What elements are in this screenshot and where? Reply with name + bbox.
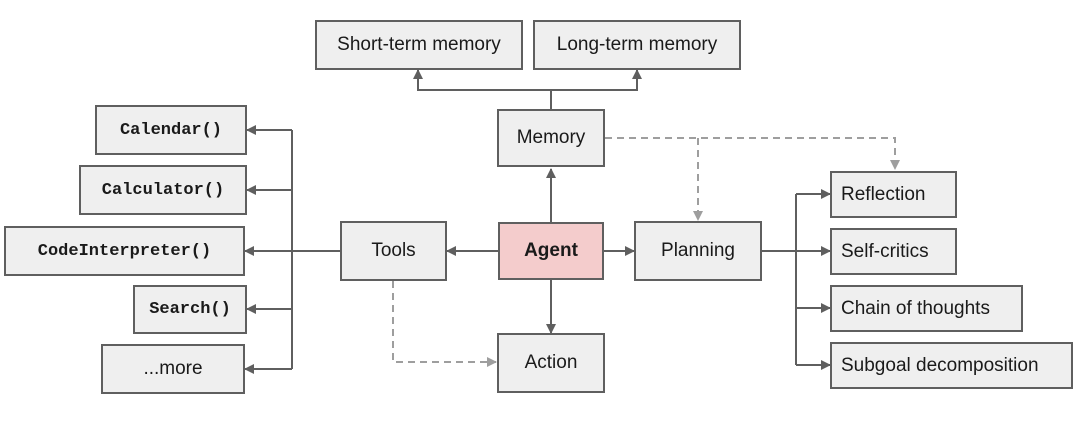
tool-search-node: Search() <box>133 285 247 334</box>
long-term-memory-label: Long-term memory <box>556 34 718 55</box>
short-term-memory-node: Short-term memory <box>315 20 523 70</box>
reflection-node: Reflection <box>830 171 957 218</box>
edge-tools-action-dashed <box>392 281 497 367</box>
tool-calculator-label: Calculator() <box>101 180 225 200</box>
self-critics-label: Self-critics <box>841 240 929 262</box>
subgoal-decomposition-node: Subgoal decomposition <box>830 342 1073 389</box>
planning-node: Planning <box>634 221 762 281</box>
edge-memory-split <box>413 69 552 109</box>
action-label: Action <box>524 352 578 373</box>
memory-node: Memory <box>497 109 605 167</box>
short-term-memory-label: Short-term memory <box>337 34 501 55</box>
tool-more-label: ...more <box>143 358 203 379</box>
chain-of-thoughts-label: Chain of thoughts <box>841 297 990 319</box>
action-node: Action <box>497 333 605 393</box>
tool-more-node: ...more <box>101 344 245 394</box>
edge-memory-reflection-dashed <box>605 137 900 170</box>
planning-label: Planning <box>661 240 735 261</box>
tool-calendar-node: Calendar() <box>95 105 247 155</box>
reflection-label: Reflection <box>841 183 926 205</box>
subgoal-decomposition-label: Subgoal decomposition <box>841 354 1039 376</box>
tool-calculator-node: Calculator() <box>79 165 247 215</box>
edge-memory-long <box>551 69 642 91</box>
self-critics-node: Self-critics <box>830 228 957 275</box>
tools-node: Tools <box>340 221 447 281</box>
tool-code-interpreter-label: CodeInterpreter() <box>37 241 212 261</box>
tool-calendar-label: Calendar() <box>119 120 223 140</box>
long-term-memory-node: Long-term memory <box>533 20 741 70</box>
chain-of-thoughts-node: Chain of thoughts <box>830 285 1023 332</box>
memory-label: Memory <box>516 127 586 148</box>
tools-label: Tools <box>371 240 416 261</box>
agent-node: Agent <box>498 222 604 280</box>
agent-label: Agent <box>524 240 578 261</box>
tool-code-interpreter-node: CodeInterpreter() <box>4 226 245 276</box>
tool-search-label: Search() <box>149 300 231 319</box>
